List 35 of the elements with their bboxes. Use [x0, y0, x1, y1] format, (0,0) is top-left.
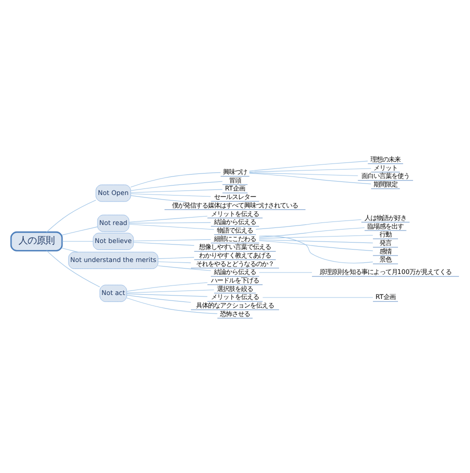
connector: [256, 218, 362, 230]
connector: [258, 240, 374, 251]
connector: [249, 172, 372, 184]
connector: [130, 180, 223, 190]
connector: [258, 238, 374, 243]
connector: [130, 172, 221, 187]
node-box: 人の原則: [10, 230, 63, 251]
connector: [249, 172, 358, 176]
connector: [62, 247, 78, 252]
connector: [262, 296, 374, 298]
connector: [249, 168, 372, 172]
connector: [126, 297, 218, 314]
connector: [126, 282, 208, 292]
connector: [258, 227, 365, 238]
connector: [128, 223, 214, 230]
connector: [128, 222, 211, 223]
connector: [158, 256, 194, 258]
connector: [126, 293, 208, 296]
connector: [46, 250, 100, 287]
connector: [133, 242, 194, 246]
connector: [126, 289, 214, 293]
connector: [258, 235, 374, 263]
connector: [126, 294, 192, 302]
connector: [46, 199, 96, 232]
connector: [128, 215, 208, 222]
connector: [158, 264, 212, 270]
connector: [133, 238, 212, 241]
connector: [258, 234, 374, 238]
connector: [130, 194, 186, 202]
connector: [62, 226, 98, 235]
connector: [249, 160, 368, 171]
connector: [130, 188, 223, 192]
connector: [158, 261, 192, 263]
connector: [130, 193, 211, 196]
connector: [62, 240, 94, 242]
